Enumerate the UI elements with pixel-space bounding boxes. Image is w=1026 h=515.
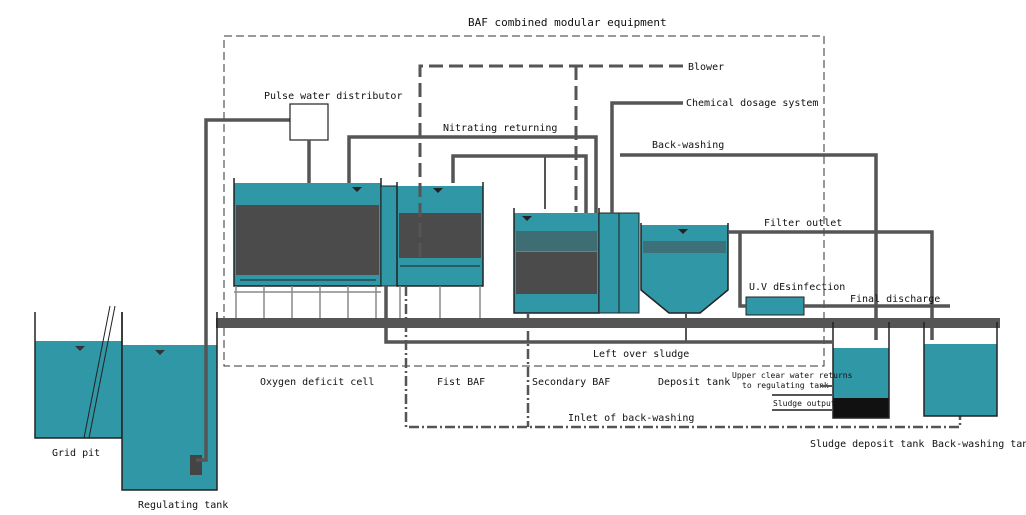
label-oxygen-deficit-cell: Oxygen deficit cell [260,377,374,388]
secondary-baf [513,208,600,314]
label-blower: Blower [688,62,724,73]
label-chemical-dosage: Chemical dosage system [686,98,818,109]
uv-disinfection-unit [745,296,805,316]
label-filter-outlet: Filter outlet [764,218,842,229]
label-nitrating-returning: Nitrating returning [443,123,557,134]
label-upper-clear-water-2: to regulating tank [742,381,829,390]
blower-air-line [418,64,683,258]
label-left-over-sludge: Left over sludge [593,349,689,360]
first-baf [396,182,484,287]
first-baf-supports [399,286,481,318]
chemical-dosage-line [610,101,683,213]
nitrating-returning-pipe [347,135,598,213]
label-secondary-baf: Secondary BAF [532,377,610,388]
oxygen-deficit-cell [233,178,382,287]
label-back-washing: Back-washing [652,140,724,151]
label-back-washing-tank: Back-washing tank [932,439,1026,450]
regulating-tank [121,312,218,491]
label-sludge-output: Sludge output [773,399,836,408]
diagram-title: BAF combined modular equipment [468,16,667,29]
pulse-water-distributor [289,103,329,141]
grid-pit [34,305,123,439]
label-deposit-tank: Deposit tank [658,377,730,388]
oxygen-deficit-supports [234,286,381,318]
label-inlet-back-washing: Inlet of back-washing [568,413,694,424]
deposit-tank [640,223,729,314]
ground-slab [216,318,1000,328]
lift-pipe [196,118,290,462]
label-sludge-deposit-tank: Sludge deposit tank [810,439,924,450]
label-uv-disinfection: U.V dEsinfection [749,282,845,293]
modular-equipment-frame [223,35,825,367]
overflow-channel [380,185,398,287]
label-upper-clear-water-1: Upper clear water returns [732,371,853,380]
label-final-discharge: Final discharge [850,294,940,305]
label-pulse-distributor: Pulse water distributor [264,91,402,102]
baf-link-pipe [451,154,588,213]
sludge-deposit-tank [832,322,890,419]
back-washing-tank [923,322,998,417]
left-over-sludge-pipe [384,286,832,344]
label-fist-baf: Fist BAF [437,377,485,388]
back-washing-pipe [620,153,878,340]
label-grid-pit: Grid pit [52,448,100,459]
label-regulating-tank: Regulating tank [138,500,228,511]
filter-outlet-pipe [728,230,934,340]
